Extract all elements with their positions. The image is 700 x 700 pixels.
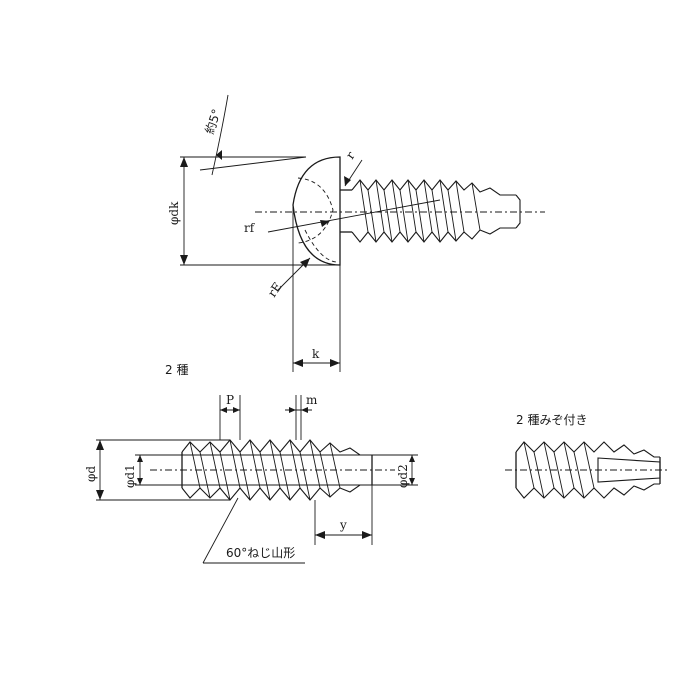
m-arrow-right (301, 407, 308, 413)
dk-arrow-top (180, 157, 188, 167)
thread-helix-lines (359, 179, 481, 243)
angle-tilt-line (199, 156, 307, 171)
y-arrow-right (362, 531, 372, 539)
type2-screw-view: P m φd φd1 φd2 y (84, 393, 418, 564)
d2-label: φd2 (396, 464, 410, 488)
slotted-helix-lines (523, 441, 595, 499)
top-thread-crest (351, 179, 516, 196)
thread-note-leader (202, 497, 239, 564)
type2-crest-top (181, 439, 372, 456)
angle-label: 約5° (202, 107, 224, 136)
d-arrow-bottom (96, 490, 104, 500)
bottom-thread-crest (351, 227, 516, 243)
d2-arrow-top (409, 455, 415, 462)
type2-title: 2 種 (165, 363, 188, 377)
d-arrow-top (96, 440, 104, 450)
slotted-groove (597, 457, 661, 483)
y-arrow-left (315, 531, 325, 539)
slotted-crest-top (515, 441, 660, 458)
rf-leader (267, 199, 441, 233)
re-arrow (300, 258, 310, 268)
rf-label: rf (244, 221, 256, 235)
slotted-screw-view (505, 441, 668, 499)
thread-note: 60°ねじ山形 (226, 546, 295, 560)
r-arrow (344, 176, 351, 186)
d1-arrow-bottom (137, 478, 143, 485)
m-arrow-left (289, 407, 296, 413)
type2-crest-bottom (181, 484, 372, 501)
dk-arrow-bottom (180, 255, 188, 265)
angle-arc (211, 94, 229, 176)
top-screw-view: 約5° φdk r rf rE k (167, 94, 545, 372)
p-arrow-left (220, 407, 227, 413)
d2-arrow-bottom (409, 478, 415, 485)
p-arrow-right (233, 407, 240, 413)
k-arrow-right (330, 359, 340, 367)
m-label: m (306, 393, 318, 407)
angle-arrow (216, 150, 222, 160)
k-label: k (312, 347, 320, 361)
d1-label: φd1 (123, 464, 137, 488)
p-label: P (226, 393, 234, 407)
k-arrow-left (293, 359, 303, 367)
head-hidden-curve (297, 177, 334, 244)
screw-tip (515, 194, 521, 229)
y-label: y (339, 518, 347, 532)
dk-label: φdk (167, 201, 181, 225)
rf-arrow (320, 220, 330, 227)
r-label: r (343, 149, 358, 162)
slotted-title: 2 種みぞ付き (516, 413, 587, 427)
re-label: rE (265, 280, 285, 300)
type2-helix-lines (189, 439, 341, 501)
head-hidden-arc (304, 229, 337, 263)
d-label: φd (84, 466, 98, 482)
slotted-crest-bottom (515, 483, 660, 499)
d1-arrow-top (137, 455, 143, 462)
